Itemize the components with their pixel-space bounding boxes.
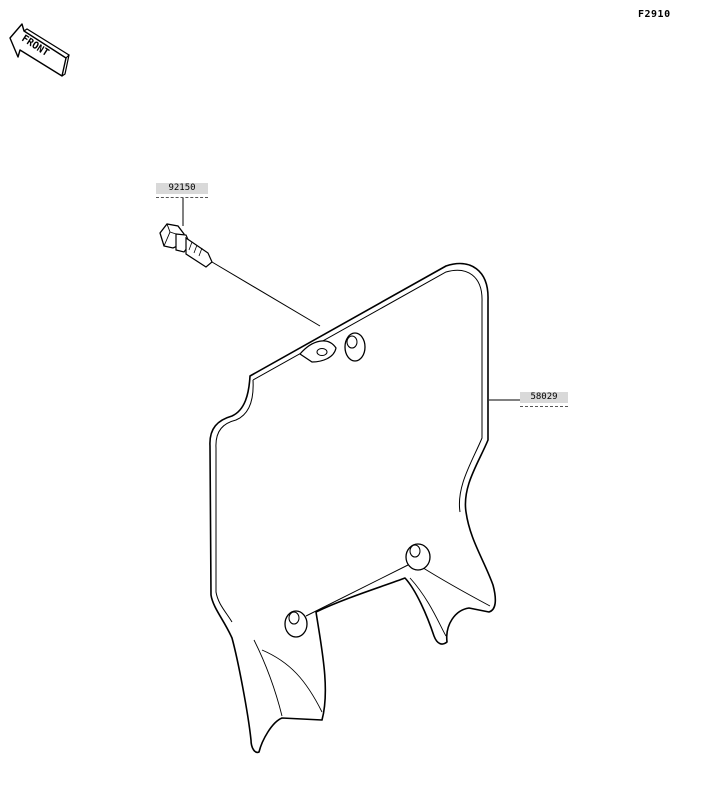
part-label-number-plate[interactable]: 58029 <box>520 392 568 407</box>
number-plate-58029 <box>209 262 520 754</box>
part-label-bolt[interactable]: 92150 <box>156 183 208 198</box>
figure-code: F2910 <box>638 9 671 20</box>
mounting-hole-top <box>316 348 328 356</box>
bolt-92150 <box>159 197 321 327</box>
front-arrow-icon: FRONT <box>9 23 70 77</box>
